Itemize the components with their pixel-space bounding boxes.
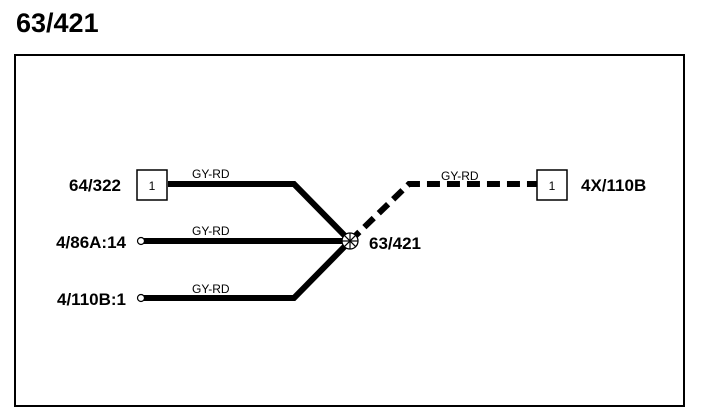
connector-pin-left-top: 1	[149, 179, 156, 193]
connector-box-right	[536, 169, 568, 201]
diagram-frame	[14, 54, 685, 407]
wire-top-left	[168, 181, 353, 244]
terminal-label-bottom: 4/110B:1	[57, 290, 126, 309]
wire-color-top-left: GY-RD	[192, 167, 230, 181]
wire-right-dashed	[347, 181, 537, 244]
wire-color-right: GY-RD	[441, 169, 479, 183]
terminal-circle-mid	[136, 236, 146, 246]
terminal-label-mid: 4/86A:14	[56, 233, 126, 252]
wire-color-bottom-left: GY-RD	[192, 282, 230, 296]
connector-pin-right: 1	[549, 179, 556, 193]
wire-bottom-left	[144, 238, 353, 301]
connector-label-left-top: 64/322	[69, 176, 121, 195]
splice-label: 63/421	[369, 234, 421, 253]
page-title: 63/421	[16, 8, 99, 38]
connector-label-right: 4X/110B	[581, 176, 646, 195]
connector-box-left-top	[136, 169, 168, 201]
splice-icon	[341, 232, 359, 250]
terminal-circle-bottom	[136, 293, 146, 303]
wire-color-mid-left: GY-RD	[192, 224, 230, 238]
